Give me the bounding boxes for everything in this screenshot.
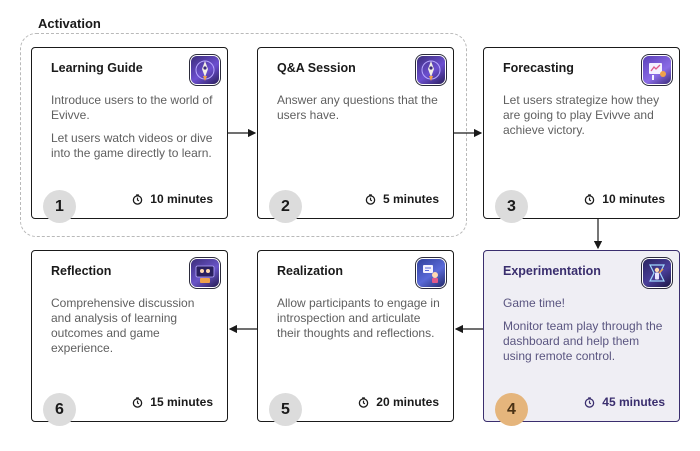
step-number-badge: 5 xyxy=(269,393,302,426)
timer-icon xyxy=(359,396,369,408)
card-title: Q&A Session xyxy=(277,61,356,75)
description-line: Introduce users to the world of Evivve. xyxy=(51,93,213,122)
game-character-app-icon xyxy=(643,259,671,287)
timer-icon xyxy=(133,193,143,205)
card-description: Allow participants to engage in introspe… xyxy=(277,296,442,349)
timer-icon xyxy=(585,396,595,408)
step-number-badge: 6 xyxy=(43,393,76,426)
step-card-learning-guide: Learning Guide Introduce users to the wo… xyxy=(31,47,228,223)
card-title: Experimentation xyxy=(503,264,601,278)
timer-icon xyxy=(585,193,595,205)
step-number-badge: 4 xyxy=(495,393,528,426)
description-line: Comprehensive discussion and analysis of… xyxy=(51,296,195,355)
duration: 10 minutes xyxy=(584,192,665,206)
duration-text: 10 minutes xyxy=(602,192,665,206)
duration-text: 20 minutes xyxy=(376,395,439,409)
description-line: Answer any questions that the users have… xyxy=(277,93,438,122)
step-card-experimentation: Experimentation Game time! Monitor team … xyxy=(483,250,680,426)
duration-text: 10 minutes xyxy=(150,192,213,206)
step-number-badge: 3 xyxy=(495,190,528,223)
card-description: Introduce users to the world of Evivve. … xyxy=(51,93,216,169)
step-number-badge: 2 xyxy=(269,190,302,223)
duration-text: 5 minutes xyxy=(382,192,439,206)
duration: 45 minutes xyxy=(584,395,665,409)
card-title: Learning Guide xyxy=(51,61,143,75)
step-number-badge: 1 xyxy=(43,190,76,223)
duration-text: 15 minutes xyxy=(150,395,213,409)
duration: 15 minutes xyxy=(132,395,213,409)
card-description: Answer any questions that the users have… xyxy=(277,93,442,131)
step-card-qa-session: Q&A Session Answer any questions that th… xyxy=(257,47,454,223)
duration: 20 minutes xyxy=(358,395,439,409)
card-description: Let users strategize how they are going … xyxy=(503,93,668,146)
card-title: Reflection xyxy=(51,264,112,278)
rocket-app-icon xyxy=(191,56,219,84)
forecast-board-app-icon xyxy=(643,56,671,84)
step-card-reflection: Reflection Comprehensive discussion and … xyxy=(31,250,228,426)
card-title: Forecasting xyxy=(503,61,574,75)
description-line: Let users watch videos or dive into the … xyxy=(51,131,213,160)
timer-icon xyxy=(133,396,143,408)
duration: 5 minutes xyxy=(365,192,439,206)
card-description: Game time! Monitor team play through the… xyxy=(503,296,668,372)
description-line: Let users strategize how they are going … xyxy=(503,93,660,137)
rocket-app-icon xyxy=(417,56,445,84)
introspection-app-icon xyxy=(417,259,445,287)
duration-text: 45 minutes xyxy=(602,395,665,409)
description-line: Monitor team play through the dashboard … xyxy=(503,319,663,363)
discussion-app-icon xyxy=(191,259,219,287)
card-title: Realization xyxy=(277,264,343,278)
activation-group-label: Activation xyxy=(38,16,101,31)
step-card-realization: Realization Allow participants to engage… xyxy=(257,250,454,426)
description-line: Allow participants to engage in introspe… xyxy=(277,296,440,340)
duration: 10 minutes xyxy=(132,192,213,206)
description-line: Game time! xyxy=(503,296,566,310)
step-card-forecasting: Forecasting Let users strategize how the… xyxy=(483,47,680,223)
activation-group-frame xyxy=(20,33,467,237)
card-description: Comprehensive discussion and analysis of… xyxy=(51,296,216,364)
timer-icon xyxy=(365,193,376,205)
